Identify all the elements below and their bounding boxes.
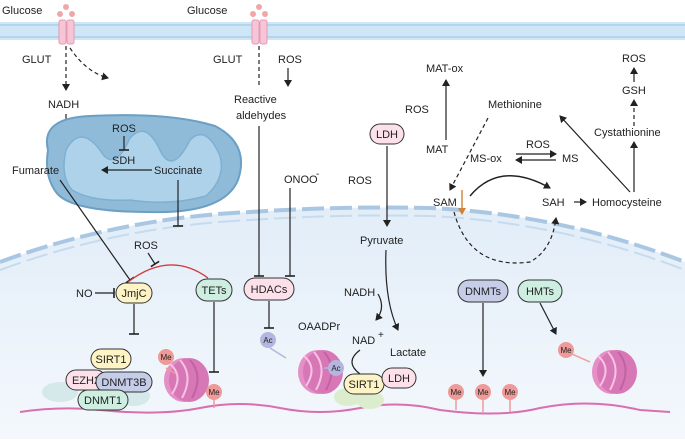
sirt1-left-label: SIRT1 [96,354,127,366]
hmts-pill [517,279,563,303]
me-mark-right-label: Me [560,346,572,355]
dnmt1-label: DNMT1 [84,395,122,407]
ms-label: MS [562,153,579,165]
ac-mark-left: Ac [260,332,287,359]
glucose-left-label: Glucose [2,5,42,17]
sam-label: SAM [433,197,457,209]
nadh-top-label: NADH [48,99,79,111]
ldh-top-label: LDH [376,129,398,141]
nucleosome-right-icon [591,349,638,395]
lactate-label: Lactate [390,347,426,359]
ros-top-right-label: ROS [622,53,646,65]
ezh2-label: EZH2 [72,375,100,387]
mat-label: MAT [426,144,449,156]
hmts-label: HMTs [526,286,555,298]
no-label: NO [76,288,93,300]
arrow-pyruvate-lactate [385,249,400,331]
ms-ox-label: MS-ox [470,153,502,165]
gsh-label: GSH [622,85,646,97]
tets-pill [195,278,233,302]
glut-left-label: GLUT [22,54,52,66]
me-mark-tets-label: Me [208,388,220,397]
arrow-homocysteine-methionine [559,115,631,193]
mat-ox-label: MAT-ox [426,63,464,75]
me-mark-dna-3: Me [502,384,518,412]
arrow-hmts-down [539,302,557,335]
jmjc-label: JmjC [121,288,146,300]
glucose-right-label: Glucose [187,5,227,17]
ros-nucleus-label: ROS [134,240,158,252]
succinate-label: Succinate [154,165,202,177]
hdacs-pill [243,277,295,301]
ac-mark-right: Ac [324,360,344,376]
onoo-label: ONOO [284,174,318,186]
dnmts-label: DNMTs [465,286,502,298]
me-mark-dna-2-label: Me [477,388,489,397]
glut-transporter-right-icon [251,19,268,45]
arrow-glut-branch [69,47,109,81]
sirt1-right-label: SIRT1 [349,379,380,391]
ldh-bottom-pill [381,367,417,389]
nucleosome-left-icon [163,357,210,403]
hdacs-label: HDACs [251,284,288,296]
pyruvate-label: Pyruvate [360,235,403,247]
nad-label: NAD [352,335,375,347]
me-mark-dna-3-label: Me [504,388,516,397]
ros-ms-label: ROS [526,139,550,151]
ros-ldh-label: ROS [348,175,372,187]
glut-right-label: GLUT [213,54,243,66]
arrow-sam-sah [469,175,551,197]
me-mark-tets: Me [206,384,222,408]
reactive-aldehydes-line2: aldehydes [236,110,287,122]
jmjc-pill [115,282,153,304]
reactive-aldehydes-line1: Reactive [234,94,277,106]
dnmts-pill [457,279,509,303]
me-mark-right: Me [558,342,591,363]
ac-mark-right-label: Ac [331,364,340,373]
arc-nad-sirt1 [351,349,361,375]
red-inhibit-arc [127,264,209,283]
tets-label: TETs [201,285,227,297]
ldh-bottom-label: LDH [388,373,410,385]
glucose-molecule-left-icon [57,4,75,17]
ac-mark-left-label: Ac [263,336,272,345]
nad-superscript: + [378,330,384,341]
dnmt3b-label: DNMT3B [101,377,146,389]
nadh-mid-label: NADH [344,287,375,299]
me-mark-dna-1-label: Me [450,388,462,397]
ros-mito-label: ROS [112,123,136,135]
sdh-label: SDH [112,155,135,167]
me-mark-left: Me [158,349,177,375]
sah-label: SAH [542,197,565,209]
arrow-nadh-nad [375,293,383,321]
ros-mat-label: ROS [405,104,429,116]
glucose-molecule-right-icon [250,4,268,17]
cystathionine-label: Cystathionine [594,127,661,139]
homocysteine-label: Homocysteine [592,197,662,209]
ros-glut-label: ROS [278,54,302,66]
sirt1-left-pill [90,348,132,370]
protein-blob-4 [356,391,384,409]
dnmt1-pill [77,389,129,411]
dna-strand [19,402,671,415]
oaadpr-label: OAADPr [298,321,341,333]
inhibit-fumarate-jmjc [59,179,135,284]
inhibit-ros-nucleus [147,252,160,268]
me-mark-dna-2: Me [475,384,491,412]
fumarate-label: Fumarate [12,165,59,177]
me-mark-left-label: Me [160,353,172,362]
glut-transporter-left-icon [58,19,75,45]
ldh-top-pill [369,123,405,145]
nuclear-envelope [0,205,685,264]
arrow-sam-nucleus-loop [453,211,560,264]
mitochondrion-icon [45,114,243,214]
me-mark-dna-1: Me [448,384,464,410]
methionine-label: Methionine [488,99,542,111]
onoo-superscript: - [316,169,319,180]
plasma-membrane [0,22,685,40]
